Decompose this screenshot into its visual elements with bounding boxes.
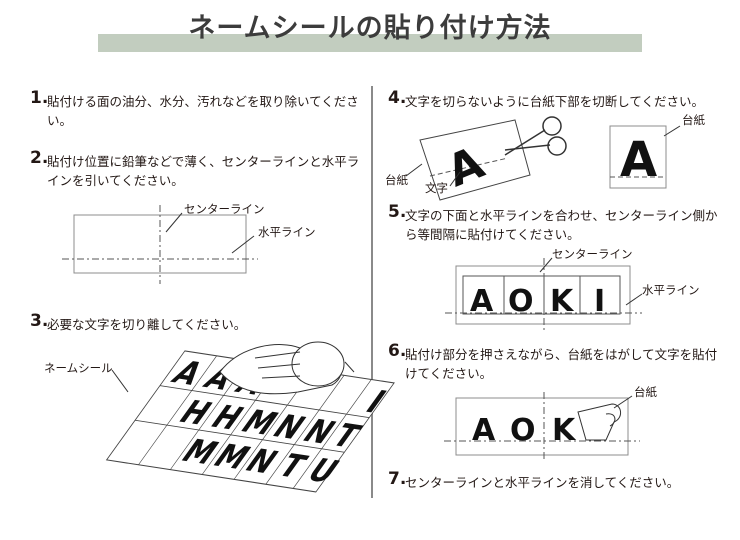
step-number: 1. — [30, 88, 49, 108]
cut-letter-a: A — [620, 132, 657, 188]
step-4: 4. 文字を切らないように台紙下部を切断してください。 — [388, 88, 718, 111]
leader-line — [165, 212, 183, 233]
step-number: 2. — [30, 148, 49, 168]
word-letter: I — [594, 284, 605, 319]
leader-line — [539, 257, 553, 273]
step-text: センターラインと水平ラインを消してください。 — [405, 475, 680, 490]
backing-paper-label: 台紙 — [634, 385, 657, 399]
step-number: 4. — [388, 88, 407, 108]
horizontal-line-label: 水平ライン — [642, 283, 700, 297]
step-number: 6. — [388, 341, 407, 361]
leader-line — [405, 163, 423, 177]
word-letter: K — [552, 413, 577, 448]
word-letter: O — [510, 413, 536, 448]
word-letter: A — [470, 284, 494, 319]
peel-curl — [605, 413, 616, 427]
word-letter: O — [508, 284, 534, 319]
step-number: 5. — [388, 202, 407, 222]
scissors-icon — [504, 116, 567, 156]
name-seal-label: ネームシール — [44, 361, 113, 375]
step-text: 必要な文字を切り離してください。 — [47, 317, 247, 332]
step-text: 貼付け部分を押さえながら、台紙をはがして文字を貼付けてください。 — [405, 347, 718, 381]
step-number: 3. — [30, 311, 49, 331]
leader-line — [663, 125, 681, 137]
peeling-backing-paper — [577, 403, 621, 441]
letter-label: 文字 — [425, 181, 448, 195]
step-number: 7. — [388, 469, 407, 489]
leader-line — [613, 395, 633, 409]
step-1: 1. 貼付ける面の油分、水分、汚れなどを取り除いてください。 — [30, 88, 360, 130]
step-text: 貼付ける面の油分、水分、汚れなどを取り除いてください。 — [47, 94, 359, 128]
step-7: 7. センターラインと水平ラインを消してください。 — [388, 469, 718, 492]
center-line-label: センターライン — [552, 247, 633, 261]
page-title: ネームシールの貼り付け方法 — [188, 13, 552, 44]
leader-line — [625, 293, 643, 306]
step-2: 2. 貼付け位置に鉛筆などで薄く、センターラインと水平ラインを引いてください。 — [30, 148, 360, 190]
leader-line — [449, 171, 461, 187]
step-5: 5. 文字の下面と水平ラインを合わせ、センターライン側から等間隔に貼付けてくださ… — [388, 202, 718, 244]
step-text: 文字を切らないように台紙下部を切断してください。 — [405, 94, 705, 109]
step-text: 文字の下面と水平ラインを合わせ、センターライン側から等間隔に貼付けてください。 — [405, 208, 718, 242]
center-line-label: センターライン — [184, 202, 265, 216]
step-3: 3. 必要な文字を切り離してください。 — [30, 311, 360, 334]
title-underline-bar — [98, 34, 642, 52]
word-letter: A — [472, 413, 496, 448]
leader-line — [231, 235, 255, 254]
column-divider — [371, 86, 373, 498]
word-letter: K — [550, 284, 575, 319]
backing-paper-label: 台紙 — [682, 113, 705, 127]
cutting-paper: A — [419, 119, 531, 201]
backing-paper-label: 台紙 — [385, 173, 408, 187]
leader-line — [111, 369, 129, 393]
step-text: 貼付け位置に鉛筆などで薄く、センターラインと水平ラインを引いてください。 — [47, 154, 360, 188]
horizontal-line-label: 水平ライン — [258, 225, 316, 239]
step-6: 6. 貼付け部分を押さえながら、台紙をはがして文字を貼付けてください。 — [388, 341, 718, 383]
cut-seal-rect — [609, 125, 667, 189]
hand-illustration — [219, 341, 355, 395]
